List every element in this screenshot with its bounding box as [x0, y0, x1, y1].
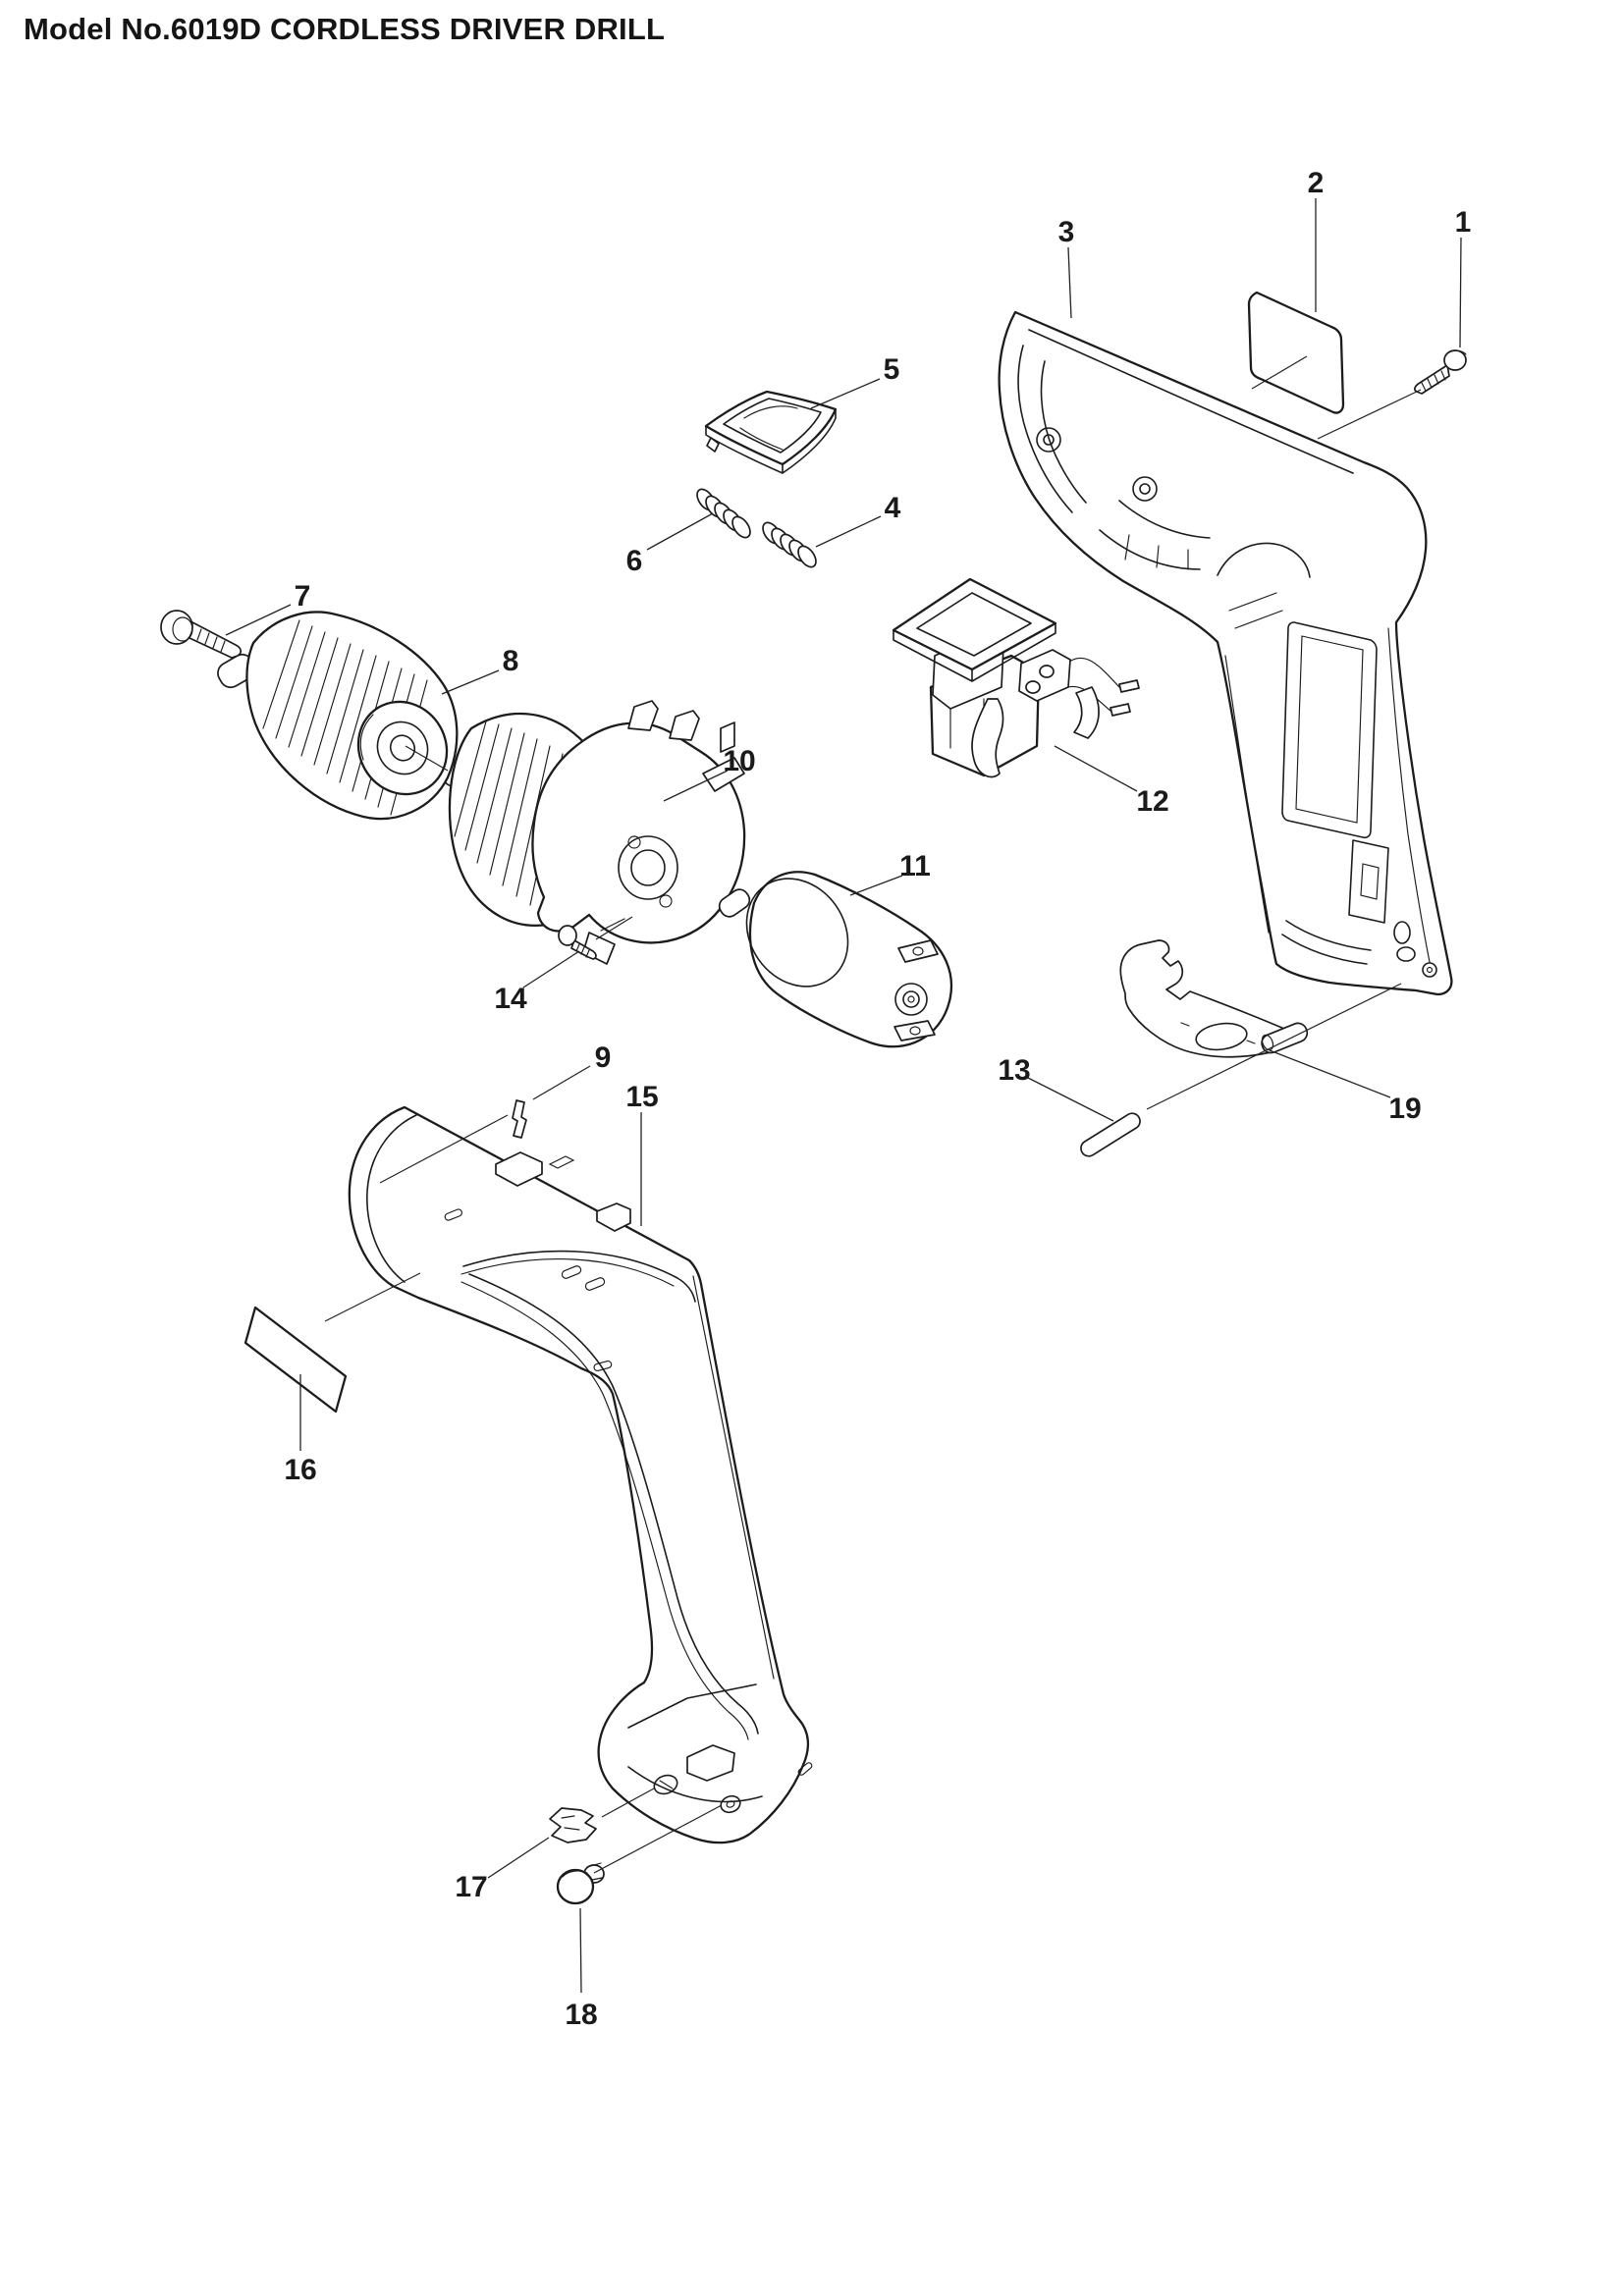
assembly-line-2	[405, 745, 449, 772]
leader-line-5	[810, 378, 881, 409]
assembly-line-4	[1146, 983, 1402, 1110]
leader-line-4	[815, 515, 882, 548]
leader-line-10	[663, 770, 729, 802]
assembly-line-0	[1317, 389, 1422, 440]
part-7-chuck-screw	[160, 610, 242, 659]
part-17-clip	[549, 1807, 597, 1843]
part-12-switch	[892, 577, 1140, 778]
leader-line-8	[441, 669, 500, 695]
part-number-15: 15	[625, 1081, 658, 1113]
part-13-pin	[1080, 1112, 1141, 1157]
part-9-clip-strip	[512, 1099, 527, 1139]
part-number-2: 2	[1308, 167, 1325, 199]
leader-line-9	[532, 1065, 591, 1100]
part-number-6: 6	[626, 545, 643, 577]
part-1-housing-screw	[1414, 349, 1467, 395]
part-number-13: 13	[998, 1054, 1030, 1087]
part-14-screw	[558, 925, 597, 960]
leader-line-7	[225, 604, 292, 636]
assembly-line-3	[595, 916, 633, 940]
leader-line-17	[487, 1837, 550, 1879]
part-3-housing-right-half	[998, 310, 1453, 996]
assembly-line-5	[379, 1114, 509, 1184]
part-number-5: 5	[884, 353, 900, 386]
part-18-cap	[556, 1862, 605, 1905]
part-number-7: 7	[295, 580, 311, 613]
part-number-19: 19	[1388, 1093, 1421, 1125]
leader-line-12	[1054, 745, 1138, 792]
part-number-18: 18	[565, 1999, 597, 2031]
part-number-17: 17	[455, 1871, 487, 1903]
part-4-spring	[762, 521, 817, 568]
part-5-slide-button	[704, 390, 838, 474]
assembly-line-1	[1251, 355, 1308, 390]
part-number-11: 11	[899, 850, 931, 882]
part-number-4: 4	[885, 492, 901, 524]
leader-line-14	[522, 950, 580, 988]
leader-line-18	[579, 1907, 582, 1994]
part-19-bracket-and-pin	[1119, 939, 1309, 1058]
part-6-spring	[696, 488, 751, 539]
assembly-line-8	[593, 1804, 723, 1874]
part-number-8: 8	[503, 645, 519, 677]
leader-line-13	[1027, 1077, 1114, 1122]
leader-line-19	[1269, 1049, 1391, 1098]
assembly-line-7	[601, 1788, 655, 1818]
leader-line-11	[849, 875, 903, 896]
leader-line-3	[1067, 246, 1072, 319]
part-16-label	[244, 1306, 348, 1414]
part-8-drill-chuck	[217, 611, 459, 821]
page-title: Model No.6019D CORDLESS DRIVER DRILL	[24, 12, 666, 46]
part-2-nameplate	[1247, 291, 1345, 414]
part-number-14: 14	[494, 983, 527, 1015]
leader-line-1	[1459, 237, 1462, 348]
leader-line-6	[646, 512, 714, 551]
part-number-12: 12	[1136, 785, 1168, 818]
part-number-16: 16	[284, 1454, 316, 1486]
part-number-10: 10	[723, 745, 755, 777]
part-10-gear-assembly	[441, 700, 746, 965]
part-number-3: 3	[1058, 216, 1075, 248]
part-number-9: 9	[595, 1041, 612, 1074]
assembly-line-6	[324, 1272, 421, 1322]
part-number-1: 1	[1455, 206, 1472, 239]
assembly-lines	[324, 355, 1422, 1874]
part-11-motor	[718, 871, 953, 1048]
part-15-housing-left-half	[348, 1105, 813, 1844]
